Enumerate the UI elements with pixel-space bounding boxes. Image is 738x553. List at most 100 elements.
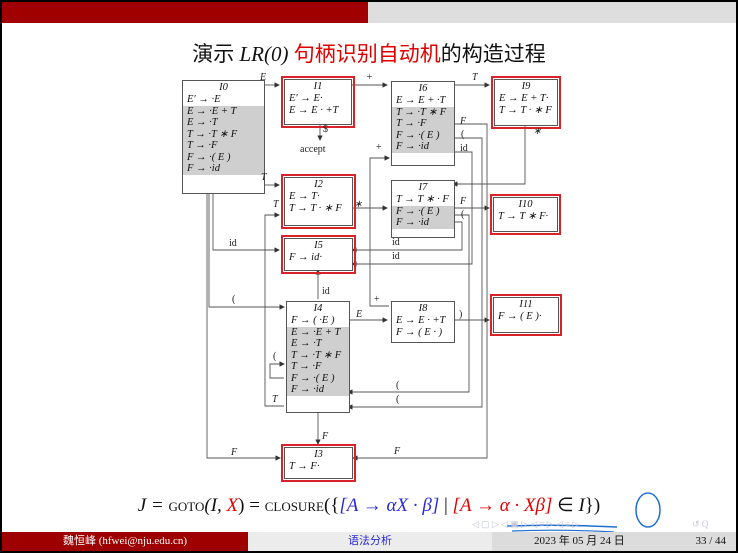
edge-label: E [356,309,363,320]
formula-item-old: [A → α · Xβ] [452,495,553,516]
edge-i6-i4 [347,137,483,410]
edge-label: ∗ [354,199,363,210]
header-bar-left [2,2,368,23]
edge-label: F [322,431,329,442]
state-i0: I0 E′ → ·E E → ·E + T E → ·T T → ·T ∗ F … [182,80,265,194]
item: F → ( ·E ) [291,315,335,326]
formula-lhs: J = [137,495,169,516]
goto-formula: J = goto(I, X) = closure({[A → αX · β] |… [2,494,736,517]
state-i4: I4 F → ( ·E ) E → ·E + T E → ·T T → ·T ∗… [286,301,350,413]
edge-i6-i5 [351,151,473,267]
item: T → T · ∗ F [289,202,342,214]
edge-i7-i4 [347,214,470,395]
item: E → E · +T [396,315,446,326]
item: F → ·id [287,384,349,396]
state-i3: I3 T → F· [281,444,356,482]
item: T → ·F [392,118,454,130]
formula-set: I [578,495,585,516]
edge-label: T [472,72,478,83]
footer-author: 魏恒峰 (hfwei@nju.edu.cn) [2,532,248,551]
state-label: I0 [219,82,228,93]
edge-label: id [460,143,468,154]
state-i9: I9 E → E + T· T → T · ∗ F [491,76,561,129]
item: E → ·E + T [183,105,264,117]
item: E → ·T [287,338,349,350]
edge-label: + [366,72,373,83]
state-i8: I8 E → E · +T F → ( E · ) [391,301,455,343]
item: T → T ∗ F· [498,211,549,222]
edge-label: T [261,172,267,183]
state-i2: I2 E → T· T → T · ∗ F [281,174,356,229]
item: F → ·( E ) [183,151,264,163]
state-i1: I1 E′ → E· E → E · +T [281,76,355,128]
edge-label: id [229,238,237,249]
item: E → E + T· [499,93,549,104]
item: T → ·F [183,140,264,152]
state-label: I8 [418,303,428,314]
edge-i8-i6 [369,155,390,307]
formula-close: ) = [238,495,265,516]
item: T → ·T ∗ F [183,128,264,140]
state-i11: I11 F → ( E )· [490,294,562,336]
item: T → ·T ∗ F [392,106,454,118]
item: T → F· [289,461,320,472]
state-label: I9 [521,81,531,92]
edge-label: F [231,447,238,458]
header-bar-right [368,2,736,23]
edge-label: ( [273,351,277,362]
item: E → E · +T [289,104,339,116]
edge-label: ∗ [533,126,542,137]
item: T → T · ∗ F [499,104,552,116]
title-suffix: 的构造过程 [440,42,546,66]
edge-i4-i4 [269,361,285,379]
state-i6: I6 E → E + ·T T → ·T ∗ F T → ·F F → ·( E… [391,81,455,166]
beamer-search-icon[interactable]: ↺ Q [692,519,709,529]
footer-right: 2023 年 05 月 24 日 33 / 44 [492,532,736,551]
item: T → T ∗ · F [396,194,449,205]
edge-label: + [374,294,380,305]
state-i7: I7 T → T ∗ · F F → ·( E ) F → ·id [391,180,455,238]
edge-label: F [394,446,401,457]
edge-label: T [272,394,278,405]
edge-i9-i7 [452,125,526,187]
title-highlight: 句柄识别自动机 [293,42,441,66]
item: E → ·E + T [287,326,349,338]
edge-i0-i4 [208,192,285,310]
title-prefix: 演示 [192,42,240,66]
edge-label: ) [459,309,463,320]
state-label: I5 [314,240,323,251]
edge-i0-i5 [212,192,280,253]
state-label: I7 [418,182,428,193]
footer-date: 2023 年 05 月 24 日 [534,535,625,547]
beamer-nav-icons[interactable]: ◁ ▢ ▷ ◁ ▣ ▷ ◁ ≡ ▷ ◁ ≡ ▷ [472,519,580,529]
accept-label: accept [300,144,326,155]
title-lr0: LR(0) [239,42,289,66]
edge-label: ( [396,394,400,405]
item: E′ → ·E [187,94,221,105]
footer: 魏恒峰 (hfwei@nju.edu.cn) 语法分析 2023 年 05 月 … [2,532,736,551]
state-i5: I5 F → id· [281,235,356,274]
edge-label: ( [232,294,236,305]
item: F → ·id [183,163,264,175]
state-label: I10 [518,199,533,210]
formula-in: ∈ [552,495,579,516]
state-label: I2 [314,179,323,190]
item: F → ·( E ) [392,129,454,141]
edge-i0-i3 [206,192,281,461]
item: T → ·F [287,361,349,373]
edge-label: $ [323,124,328,135]
edge-label: ( [396,380,400,391]
item: E → T· [289,191,320,202]
state-label: I6 [418,83,428,94]
formula-goto: goto [168,495,205,516]
edge-label: ( [461,209,465,220]
formula-args: (I, [204,495,227,516]
edge-i7-i5 [351,221,463,253]
state-label: I11 [519,299,533,310]
footer-section[interactable]: 语法分析 [248,532,492,551]
item: F → ( E · ) [396,326,443,338]
footer-page-number: 33 / 44 [695,535,726,547]
